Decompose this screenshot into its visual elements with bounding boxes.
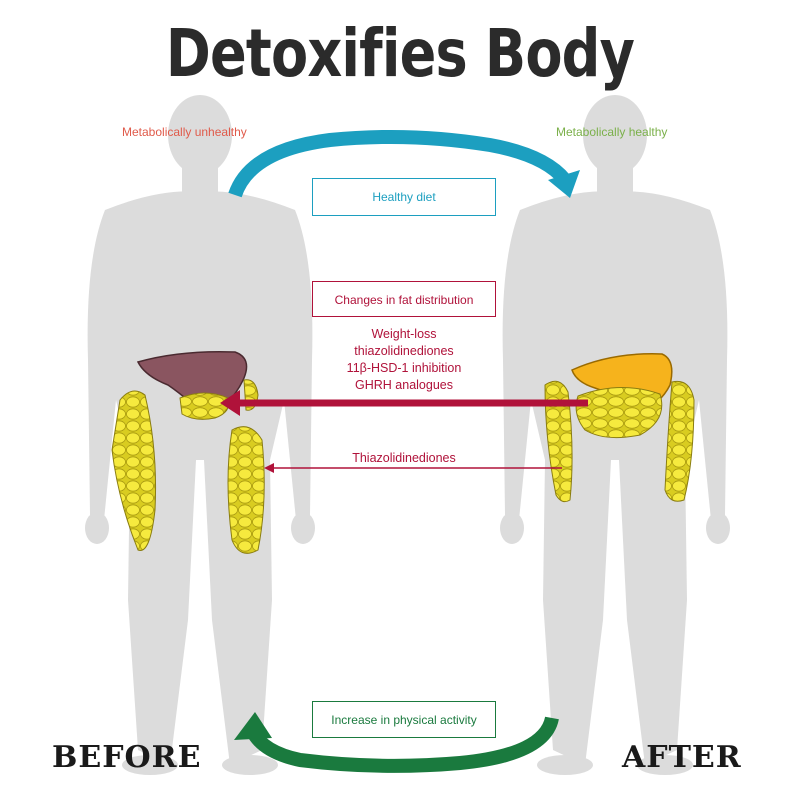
- physical-activity-box: Increase in physical activity: [312, 701, 496, 738]
- before-fat-left-hip: [111, 390, 157, 551]
- healthy-diet-arrow: [228, 129, 571, 198]
- after-fat-right-hip: [664, 380, 695, 502]
- treatment-item: GHRH analogues: [355, 378, 453, 392]
- after-label: AFTER: [622, 740, 742, 775]
- treatment-item: 11β-HSD-1 inhibition: [346, 361, 462, 375]
- treatment-item: Weight-loss: [371, 327, 437, 341]
- metabolically-healthy-label: Metabolically healthy: [556, 125, 668, 139]
- before-fat-right-hip: [227, 426, 265, 554]
- healthy-diet-arrowhead: [548, 170, 580, 198]
- after-fat-left-hip: [544, 380, 573, 503]
- fat-redistribution-arrowhead: [220, 390, 240, 416]
- before-fat-visceral: [179, 392, 230, 420]
- treatments-list: Weight-loss thiazolidinediones 11β-HSD-1…: [312, 326, 496, 394]
- treatment-item: thiazolidinediones: [354, 344, 454, 358]
- physical-activity-arrowhead: [234, 712, 272, 740]
- metabolically-unhealthy-label: Metabolically unhealthy: [122, 125, 247, 139]
- thiazolidinediones-arrowhead: [264, 463, 274, 473]
- thiazolidinediones-label: Thiazolidinediones: [352, 451, 456, 465]
- after-fat-visceral: [575, 387, 663, 439]
- physical-activity-arrow: [245, 716, 559, 773]
- fat-distribution-box: Changes in fat distribution: [312, 281, 496, 317]
- page-title: Detoxifies Body: [165, 15, 635, 92]
- before-label: BEFORE: [52, 740, 202, 775]
- healthy-diet-box: Healthy diet: [312, 178, 496, 216]
